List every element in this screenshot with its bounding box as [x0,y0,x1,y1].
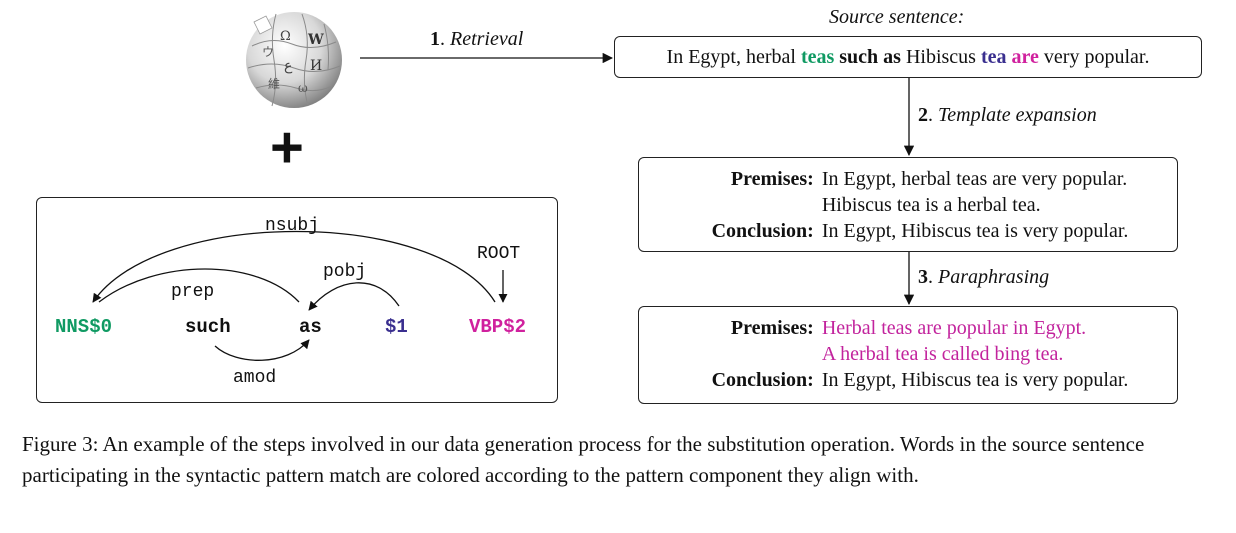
step-number: 2 [918,104,928,126]
step-label: Paraphrasing [938,266,1050,288]
conclusion: In Egypt, Hibiscus tea is very popular. [821,369,1129,391]
svg-text:Ω: Ω [280,29,291,44]
svg-text:W: W [307,32,324,48]
paraphrase-box: Premises: Herbal teas are popular in Egy… [638,306,1178,404]
template-expansion-box: Premises: In Egypt, herbal teas are very… [638,157,1178,252]
premise-1: In Egypt, herbal teas are very popular. [821,168,1128,190]
plus-sign: + [270,115,304,180]
pattern-token-nns: NNS$0 [55,316,113,338]
relation-amod: amod [233,368,277,388]
arc-prep [98,268,300,303]
step-paraphrasing-label: 3. Paraphrasing [918,266,1050,288]
arc-pobj [308,282,400,311]
svg-text:ウ: ウ [262,45,274,59]
relation-nsubj: nsubj [265,216,320,236]
step-number: 3 [918,266,928,288]
wikipedia-logo: Ω W ウ ع И 維 ω [232,6,356,110]
premise-2: Hibiscus tea is a herbal tea. [821,194,1041,216]
premise-2: A herbal tea is called bing tea. [821,343,1064,365]
step-number: 1 [430,28,440,50]
source-sentence-title: Source sentence: [829,6,965,28]
svg-text:維: 維 [268,77,280,91]
wikipedia-globe-icon: Ω W ウ ع И 維 ω [246,12,342,108]
relation-prep: prep [171,282,215,302]
conclusion-label: Conclusion: [711,369,814,391]
svg-text:И: И [310,58,322,74]
source-sentence: In Egypt, herbal teas such as Hibiscus t… [666,45,1150,68]
conclusion-label: Conclusion: [711,220,814,242]
step-template-expansion-label: 2. Template expansion [918,104,1097,126]
token-are: are [1011,45,1039,68]
step-retrieval-label: 1. Retrieval [430,28,524,50]
premises-label: Premises: [730,168,814,190]
arc-amod [214,339,310,361]
pattern-token-one: $1 [385,316,408,338]
token-such-as: such as [839,45,901,68]
relation-root: ROOT [477,244,521,264]
pattern-token-as: as [299,316,322,338]
token-tea: tea [980,45,1007,68]
step-label: Template expansion [938,104,1097,126]
figure-caption: Figure 3: An example of the steps involv… [22,432,1145,487]
source-sentence-box: In Egypt, herbal teas such as Hibiscus t… [614,36,1202,78]
relation-pobj: pobj [323,262,367,282]
premises-label: Premises: [730,317,814,339]
arc-nsubj [92,230,496,303]
step-label: Retrieval [450,28,524,50]
conclusion: In Egypt, Hibiscus tea is very popular. [821,220,1129,242]
premise-1: Herbal teas are popular in Egypt. [821,317,1087,339]
token-teas: teas [800,45,835,68]
svg-text:ع: ع [284,58,293,74]
pattern-token-vbp: VBP$2 [469,316,527,338]
pattern-token-such: such [185,316,231,338]
svg-text:ω: ω [298,81,308,95]
dependency-arcs [92,230,508,361]
dependency-pattern-box: nsubj ROOT pobj prep amod NNS$0 such as … [36,197,558,403]
